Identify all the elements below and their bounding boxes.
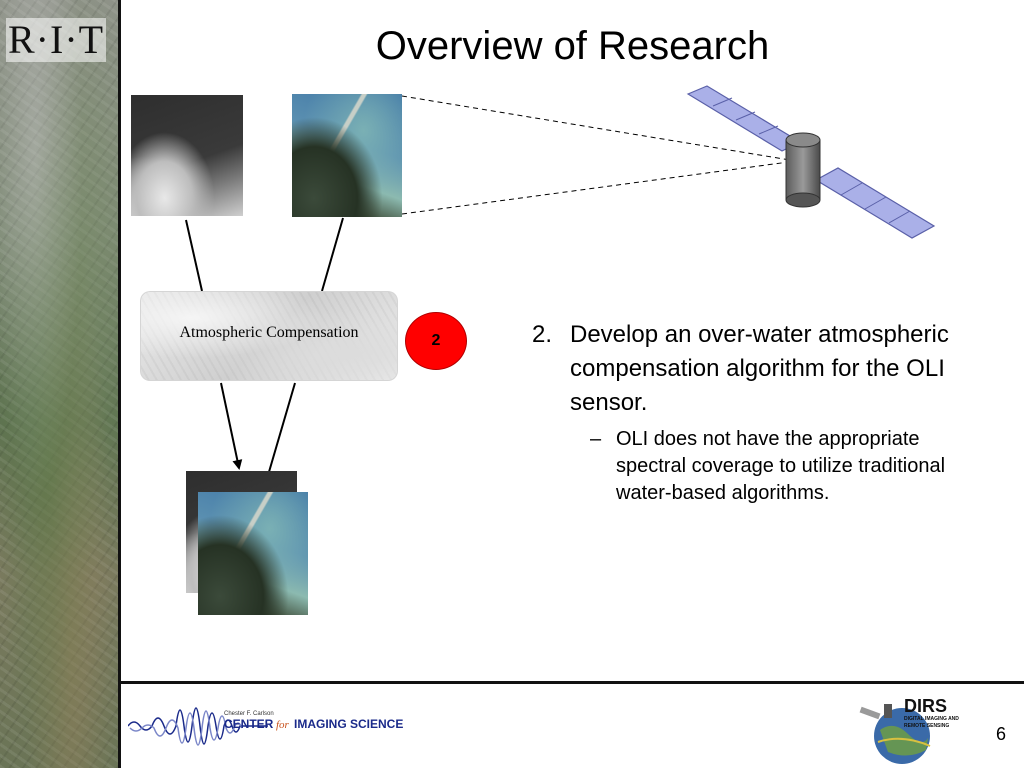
dirs-title-text: DIRS — [904, 696, 947, 716]
satellite-small-icon — [859, 704, 892, 720]
panchromatic-image — [131, 95, 243, 216]
main-bullet-text: Develop an over-water atmospheric compen… — [570, 321, 949, 416]
output-arrow-left — [220, 382, 243, 470]
dirs-line1-text: DIGITAL IMAGING AND — [904, 716, 959, 722]
input-line-color — [321, 217, 344, 292]
imaging-science-logo: Chester F. Carlson CENTER for IMAGING SC… — [128, 707, 403, 746]
output-color-image — [198, 492, 308, 615]
main-bullet: 2. Develop an over-water atmospheric com… — [532, 318, 962, 420]
cis-for-text: for — [276, 719, 290, 731]
atmospheric-compensation-box: Atmospheric Compensation — [140, 291, 398, 381]
sub-bullet: – OLI does not have the appropriate spec… — [532, 426, 962, 507]
cis-imaging-science-text: IMAGING SCIENCE — [294, 717, 403, 731]
input-line-gray — [185, 219, 203, 292]
satellite-icon — [686, 85, 936, 239]
dirs-logo: DIRS DIGITAL IMAGING AND REMOTE SENSING — [859, 696, 959, 764]
waveform-icon — [128, 707, 268, 746]
main-bullet-number: 2. — [532, 321, 553, 348]
dirs-line2-text: REMOTE SENSING — [904, 723, 949, 729]
cis-center-text: CENTER — [224, 717, 274, 731]
step-number-badge: 2 — [405, 312, 467, 370]
aerial-photo-strip — [0, 0, 118, 768]
slide-title: Overview of Research — [375, 24, 770, 68]
cis-small-text: Chester F. Carlson — [224, 711, 274, 717]
atmospheric-compensation-label: Atmospheric Compensation — [179, 324, 359, 341]
rit-logo: R·I·T — [6, 17, 107, 62]
view-line-bottom — [401, 160, 797, 215]
left-divider-line — [118, 0, 121, 768]
view-line-top — [401, 95, 797, 162]
color-satellite-image — [292, 94, 402, 217]
footer-divider-line — [118, 681, 1024, 684]
sub-bullet-dash: – — [590, 428, 602, 450]
page-number: 6 — [996, 724, 1007, 744]
sub-bullet-text: OLI does not have the appropriate spectr… — [616, 428, 946, 504]
bullet-list: 2. Develop an over-water atmospheric com… — [532, 318, 962, 507]
